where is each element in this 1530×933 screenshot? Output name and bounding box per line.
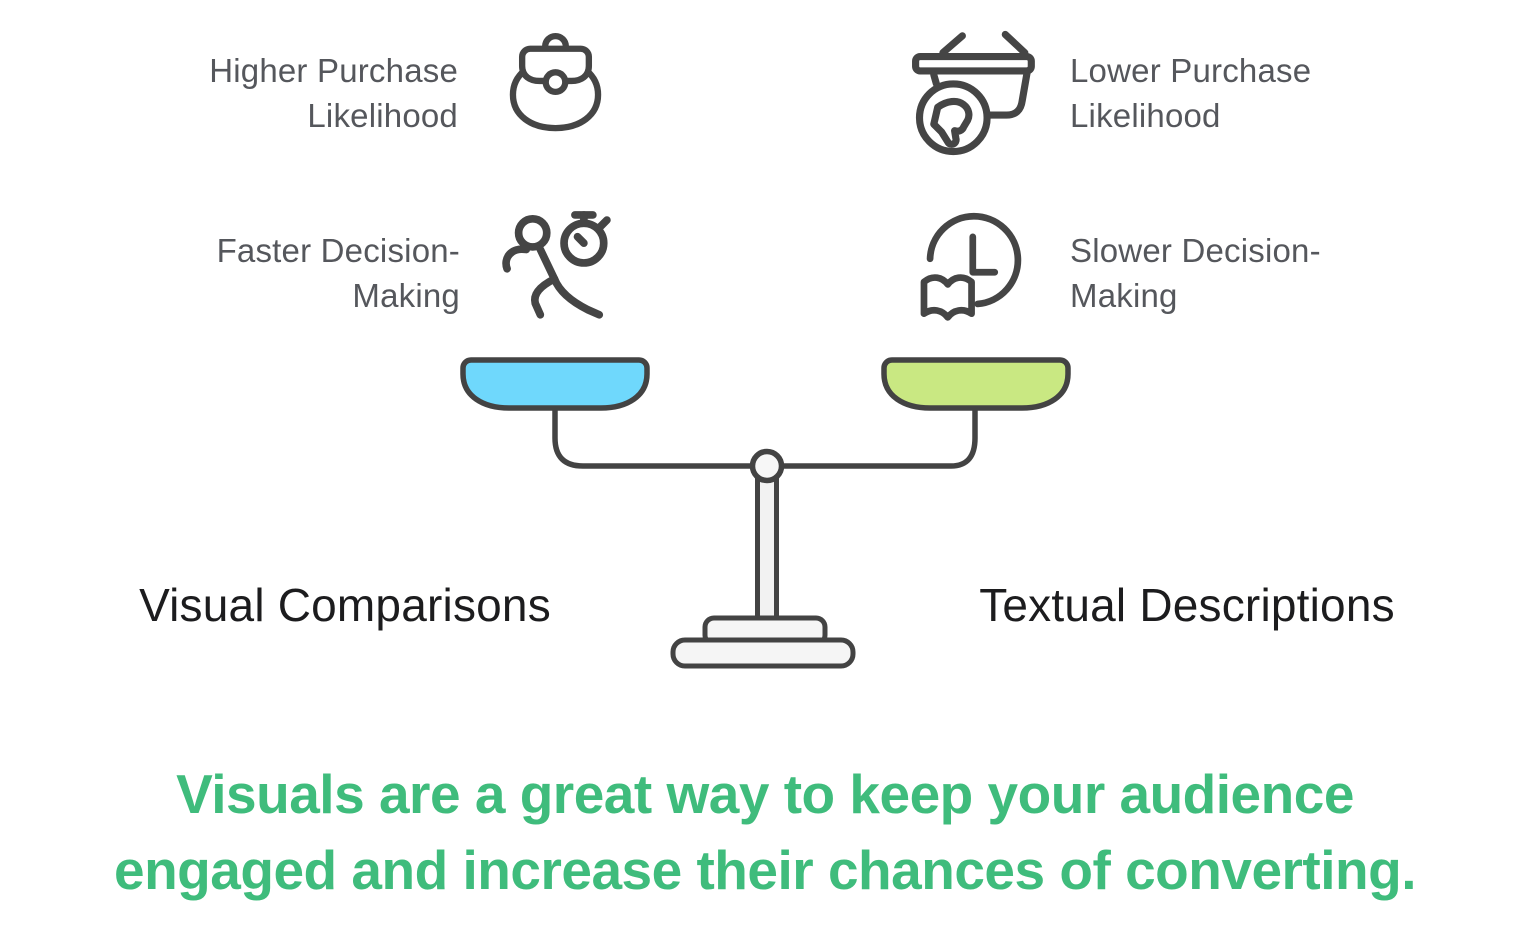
briefcase-icon [498, 30, 613, 148]
caption-line-1: Visuals are a great way to keep your aud… [176, 763, 1354, 825]
title-textual-descriptions: Textual Descriptions [979, 579, 1395, 631]
caption: Visuals are a great way to keep your aud… [0, 756, 1530, 908]
balance-scale [440, 352, 1100, 670]
runner-stopwatch-icon [493, 206, 621, 334]
label-lower-purchase-likelihood: Lower Purchase Likelihood [1070, 52, 1312, 134]
title-visual-comparisons: Visual Comparisons [139, 579, 551, 631]
caption-line-2: engaged and increase their chances of co… [114, 839, 1417, 901]
label-faster-decision-making: Faster Decision-Making [216, 232, 460, 314]
clock-book-icon [913, 208, 1035, 334]
left-scale-pan [460, 357, 650, 411]
scale-pivot [749, 448, 785, 484]
label-higher-purchase-likelihood: Higher Purchase Likelihood [209, 52, 458, 134]
label-slower-decision-making: Slower Decision-Making [1070, 232, 1321, 314]
basket-thumbs-down-icon [904, 28, 1039, 158]
scale-base-bottom [670, 637, 856, 669]
right-scale-pan [881, 357, 1071, 411]
scale-post [755, 471, 779, 637]
